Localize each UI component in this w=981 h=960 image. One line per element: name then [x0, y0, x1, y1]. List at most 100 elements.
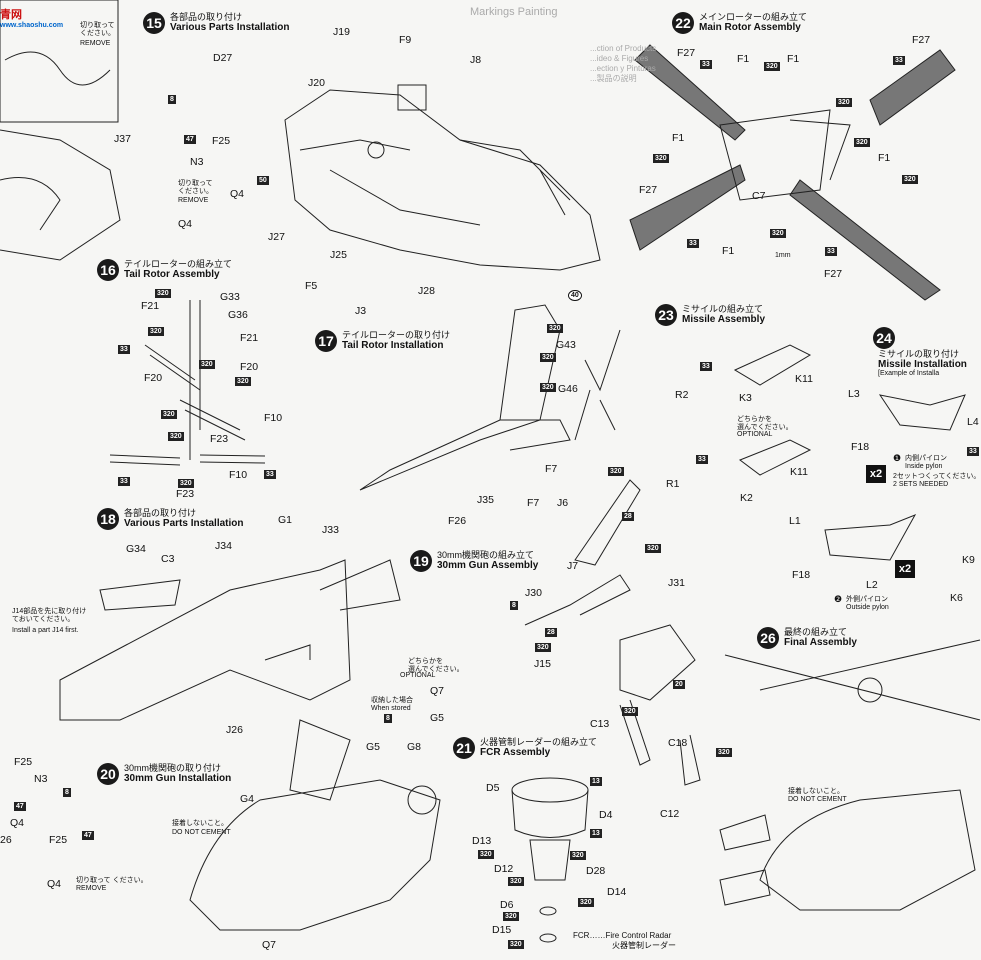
step-number: 20 [97, 763, 119, 785]
stored-note-en: When stored [371, 705, 411, 712]
part-count-badge: 320 [478, 850, 494, 859]
part-count-badge: 13 [590, 829, 602, 838]
step-title-en: Tail Rotor Assembly [124, 269, 220, 280]
part-label: J3 [355, 305, 367, 317]
part-label: G34 [126, 543, 146, 555]
step-number: 24 [873, 327, 895, 349]
part-label: J7 [567, 560, 579, 572]
part-label: J33 [322, 524, 339, 536]
part-label: N3 [34, 773, 48, 785]
part-count-badge: 8 [510, 601, 518, 610]
step-number: 23 [655, 304, 677, 326]
dimension-1mm: 1mm [775, 252, 791, 259]
part-label: F25 [49, 834, 68, 846]
part-count-badge: 33 [696, 455, 708, 464]
part-label: K11 [795, 373, 813, 385]
part-count-badge: 33 [700, 362, 712, 371]
step-title-jp: ミサイルの取り付け [878, 349, 960, 359]
part-label: G5 [430, 712, 445, 724]
step-number: 22 [672, 12, 694, 34]
outside-pylon-jp: 外側パイロン [846, 596, 888, 603]
part-label: F20 [240, 361, 259, 373]
part-label: F27 [912, 34, 931, 46]
outside-pylon-en: Outside pylon [846, 604, 889, 611]
remove-note-en: REMOVE [178, 197, 209, 204]
part-label: F10 [264, 412, 283, 424]
step-title-jp: 各部品の取り付け [124, 508, 197, 518]
fcr-abbr: FCR……Fire Control Radar [573, 931, 672, 940]
part-label: F23 [176, 488, 195, 500]
inside-pylon-jp: 内側パイロン [905, 455, 947, 462]
part-label: C3 [161, 553, 175, 565]
quantity-x2-badge: x2 [866, 465, 886, 483]
step-title-jp: 各部品の取り付け [170, 12, 243, 22]
part-label: F25 [14, 756, 33, 768]
j14-note-jp: J14部品を先に取り付け ておいてください。 [12, 608, 87, 623]
part-label: F27 [677, 47, 696, 59]
step-title-en: Tail Rotor Installation [342, 340, 444, 351]
watermark-url: www.shaoshu.com [0, 22, 64, 29]
part-count-badge: 320 [608, 467, 624, 476]
part-label: Q4 [10, 817, 25, 829]
part-label: J35 [477, 494, 494, 506]
part-count-badge: 320 [540, 383, 556, 392]
part-count-badge: 320 [503, 912, 519, 921]
step-title-en: 30mm Gun Installation [124, 773, 232, 784]
step-number: 15 [143, 12, 165, 34]
step-title-jp: ミサイルの組み立て [682, 304, 764, 314]
part-count-badge: 33 [687, 239, 699, 248]
part-count-badge: 33 [825, 247, 837, 256]
part-label: J34 [215, 540, 232, 552]
step-number: 16 [97, 259, 119, 281]
part-label: G43 [556, 339, 576, 351]
sets-needed-jp: 2セットつくってください。 [893, 473, 981, 480]
part-count-badge: 320 [508, 940, 524, 949]
part-count-badge: 320 [178, 479, 194, 488]
step-title-en: Missile Assembly [682, 314, 766, 325]
step-subtitle: [Example of Installa [878, 370, 940, 377]
part-label: K2 [740, 492, 753, 504]
part-count-badge: 47 [184, 135, 196, 144]
watermark-logo: 青网 www.shaoshu.com [0, 6, 63, 29]
markings-heading: Markings Painting [470, 6, 558, 18]
part-count-badge: 33 [700, 60, 712, 69]
part-label: K3 [739, 392, 752, 404]
part-label: G8 [407, 741, 422, 753]
part-count-badge: 320 [645, 544, 661, 553]
outside-pylon-num: ❷ [834, 594, 843, 604]
part-label: J31 [668, 577, 685, 589]
part-label: F27 [639, 184, 658, 196]
markings-lines: ...ction of Products ...ideo & Figures .… [590, 44, 657, 83]
remove-note-en: REMOVE [76, 885, 107, 892]
part-label: J26 [226, 724, 243, 736]
part-count-badge: 8 [63, 788, 71, 797]
part-label: Q7 [430, 685, 445, 697]
part-count-badge: 320 [540, 353, 556, 362]
part-label: F9 [399, 34, 412, 46]
part-label: D5 [486, 782, 500, 794]
part-label: J37 [114, 133, 131, 145]
part-count-badge: 320 [148, 327, 164, 336]
part-label: N3 [190, 156, 204, 168]
part-label: Q4 [47, 878, 62, 890]
part-label: F5 [305, 280, 318, 292]
part-label: C12 [660, 808, 680, 820]
part-label: C7 [752, 190, 766, 202]
part-count-badge: 50 [257, 176, 269, 185]
step-title-jp: 火器管制レーダーの組み立て [480, 737, 598, 747]
remove-note-jp: 切り取って ください。 [76, 877, 148, 884]
part-label: F18 [851, 441, 870, 453]
part-count-badge: 47 [14, 802, 26, 811]
part-label: Q4 [178, 218, 193, 230]
fcr-jp: 火器管制レーダー [612, 941, 676, 950]
step-title-jp: 30mm機関砲の組み立て [437, 550, 535, 560]
optional-note-en: OPTIONAL [400, 672, 436, 679]
part-label: G1 [278, 514, 293, 526]
